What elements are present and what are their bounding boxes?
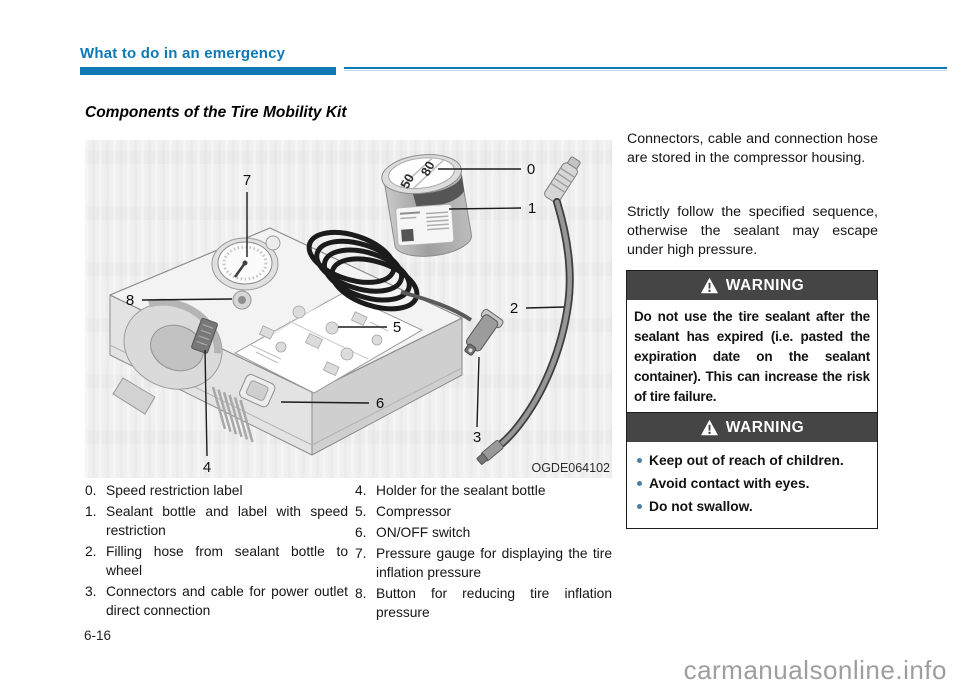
bullet-text: Keep out of reach of children. bbox=[649, 453, 844, 468]
warning-icon bbox=[700, 419, 718, 436]
list-item-3: 3. Connectors and cable for power outlet … bbox=[85, 582, 348, 620]
sealant-bottle: 80 50 bbox=[381, 154, 472, 257]
list-item-4: 4. Holder for the sealant bottle bbox=[355, 481, 612, 500]
warning-box-sealant-expiry: WARNING Do not use the tire sealant afte… bbox=[626, 270, 878, 416]
header-rule-thick bbox=[80, 67, 336, 75]
filling-hose bbox=[496, 199, 573, 449]
kit-illustration: 80 50 bbox=[109, 154, 610, 476]
header-rule-thin-shadow bbox=[344, 70, 947, 71]
bullet-text: Do not swallow. bbox=[649, 499, 753, 514]
warning-box-safety: WARNING Keep out of reach of children. A… bbox=[626, 412, 878, 529]
list-item-number: 2. bbox=[85, 544, 97, 559]
warning-body: Do not use the tire sealant after the se… bbox=[634, 309, 870, 404]
vent-ribs bbox=[211, 386, 254, 443]
component-list-col2: 4. Holder for the sealant bottle 5. Compre… bbox=[355, 481, 612, 624]
list-item-number: 6. bbox=[355, 525, 367, 540]
warning-title: WARNING bbox=[725, 276, 805, 294]
header-rule-thin bbox=[344, 67, 947, 69]
watermark: carmanualsonline.info bbox=[683, 655, 947, 685]
list-item-text: Pressure gauge for displaying the tire i… bbox=[376, 546, 612, 580]
page-title: Components of the Tire Mobility Kit bbox=[85, 104, 347, 121]
list-item-text: Sealant bottle and label with speed rest… bbox=[106, 504, 348, 538]
list-item-number: 1. bbox=[85, 504, 97, 519]
warning-icon bbox=[700, 277, 718, 294]
speed-restriction-top-label: 80 50 bbox=[388, 157, 455, 191]
hose-nozzle bbox=[476, 440, 504, 465]
callout-4: 4 bbox=[203, 459, 211, 476]
cable-to-plug bbox=[400, 290, 473, 322]
bullet-dot bbox=[637, 458, 642, 463]
pressure-gauge bbox=[211, 235, 281, 291]
paragraph-storage: Connectors, cable and connection hose ar… bbox=[627, 131, 878, 166]
list-item-7: 7. Pressure gauge for displaying the tire… bbox=[355, 544, 612, 582]
speed-80: 80 bbox=[418, 159, 438, 179]
list-item-text: Button for reducing tire inflation press… bbox=[376, 586, 612, 620]
list-item-text: Speed restriction label bbox=[106, 483, 243, 498]
component-list-col1: 0. Speed restriction label 1. Sealant bott… bbox=[85, 481, 348, 622]
list-item-text: Holder for the sealant bottle bbox=[376, 483, 546, 498]
list-item-text: Compressor bbox=[376, 504, 452, 519]
list-item-8: 8. Button for reducing tire inflation pre… bbox=[355, 584, 612, 622]
chapter-header: What to do in an emergency bbox=[80, 45, 286, 62]
speed-50: 50 bbox=[397, 171, 417, 191]
filling-hose-outline bbox=[495, 198, 574, 450]
warning-header: WARNING bbox=[627, 271, 877, 300]
holder-slot bbox=[191, 317, 218, 354]
list-item-6: 6. ON/OFF switch bbox=[355, 523, 612, 542]
list-item-text: Connectors and cable for power outlet di… bbox=[106, 584, 348, 618]
list-item-2: 2. Filling hose from sealant bottle to wh… bbox=[85, 542, 348, 580]
callout-6: 6 bbox=[376, 395, 384, 412]
list-item-0: 0. Speed restriction label bbox=[85, 481, 348, 500]
bullet-dot bbox=[637, 481, 642, 486]
hose-connector bbox=[544, 156, 581, 204]
on-off-switch bbox=[239, 374, 276, 408]
tire-mobility-kit-figure: 80 50 bbox=[85, 140, 612, 478]
list-item-number: 8. bbox=[355, 586, 367, 601]
callout-8: 8 bbox=[126, 292, 134, 309]
paragraph-sequence: Strictly follow the specified sequence, … bbox=[627, 204, 878, 258]
warning-bullet: Do not swallow. bbox=[635, 497, 871, 516]
figure-code: OGDE064102 bbox=[531, 461, 610, 475]
callout-1: 1 bbox=[528, 200, 536, 217]
list-item-5: 5. Compressor bbox=[355, 502, 612, 521]
list-item-number: 0. bbox=[85, 483, 97, 498]
list-item-number: 4. bbox=[355, 483, 367, 498]
warning-bullet: Avoid contact with eyes. bbox=[635, 474, 871, 493]
callout-0: 0 bbox=[527, 161, 535, 178]
bottle-holder-recess bbox=[112, 298, 223, 415]
instruction-label bbox=[233, 292, 424, 394]
list-item-number: 5. bbox=[355, 504, 367, 519]
callout-7: 7 bbox=[243, 172, 251, 189]
list-item-number: 3. bbox=[85, 584, 97, 599]
callout-2: 2 bbox=[510, 300, 518, 317]
list-item-text: ON/OFF switch bbox=[376, 525, 471, 540]
deflate-button bbox=[232, 290, 252, 310]
warning-bullet-list: Keep out of reach of children. Avoid con… bbox=[627, 442, 877, 528]
list-item-text: Filling hose from sealant bottle to whee… bbox=[106, 544, 348, 578]
callout-5: 5 bbox=[393, 319, 401, 336]
callout-leader-lines bbox=[141, 168, 565, 457]
warning-header: WARNING bbox=[627, 413, 877, 442]
list-item-number: 7. bbox=[355, 546, 367, 561]
power-plug bbox=[464, 308, 504, 356]
bullet-text: Avoid contact with eyes. bbox=[649, 476, 810, 491]
warning-title: WARNING bbox=[725, 418, 805, 436]
warning-bullet: Keep out of reach of children. bbox=[635, 451, 871, 470]
page-number: 6-16 bbox=[84, 628, 112, 643]
bullet-dot bbox=[637, 504, 642, 509]
list-item-1: 1. Sealant bottle and label with speed re… bbox=[85, 502, 348, 540]
bottle-side-label bbox=[395, 203, 455, 247]
callout-3: 3 bbox=[473, 429, 481, 446]
